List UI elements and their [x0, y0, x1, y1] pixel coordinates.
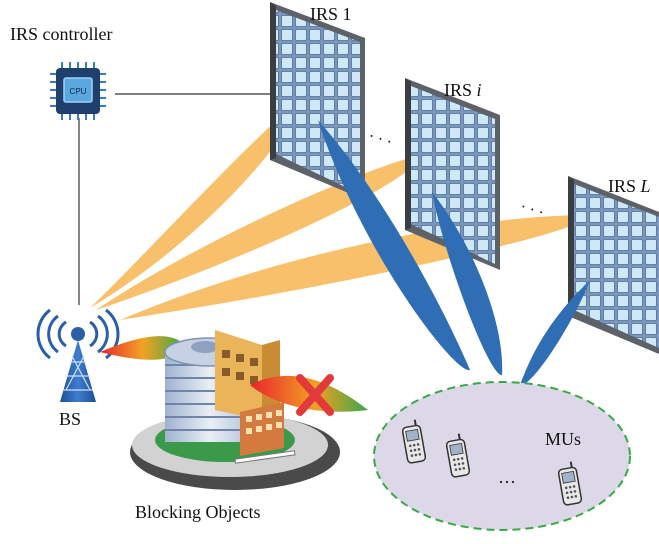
mus-label: MUs — [545, 429, 581, 449]
cpu-chip-icon: CPU — [50, 62, 106, 120]
reflected-beams — [318, 120, 590, 386]
blocking-objects-label: Blocking Objects — [135, 502, 260, 522]
svg-text:CPU: CPU — [70, 87, 87, 96]
mobile-phone-icon — [445, 433, 471, 478]
reflected-beam-3 — [520, 280, 590, 386]
control-links — [78, 93, 272, 305]
antenna-tower-icon — [36, 308, 120, 402]
bs-direct-beam — [100, 336, 185, 360]
mobile-phone-icon — [401, 419, 427, 464]
incident-beam-1 — [90, 100, 301, 308]
reflected-beam-1 — [318, 120, 470, 371]
irs-panel-L — [568, 176, 659, 354]
reflected-beam-2 — [432, 192, 503, 376]
bs-label: BS — [59, 409, 81, 429]
irs-panel-i — [405, 78, 500, 270]
irs-L-label: IRS L — [608, 176, 651, 196]
irs-ellipsis-2: · · · — [518, 198, 546, 222]
controller-label: IRS controller — [10, 24, 112, 44]
mus-ellipsis: ··· — [498, 472, 516, 492]
irs-i-label: IRS i — [444, 80, 482, 100]
irs-1-label: IRS 1 — [310, 4, 352, 24]
mobile-phone-icon — [557, 461, 583, 506]
incident-beam-2 — [96, 155, 421, 310]
cross-icon — [296, 374, 334, 416]
irs-ellipsis-1: · · · — [366, 128, 394, 152]
